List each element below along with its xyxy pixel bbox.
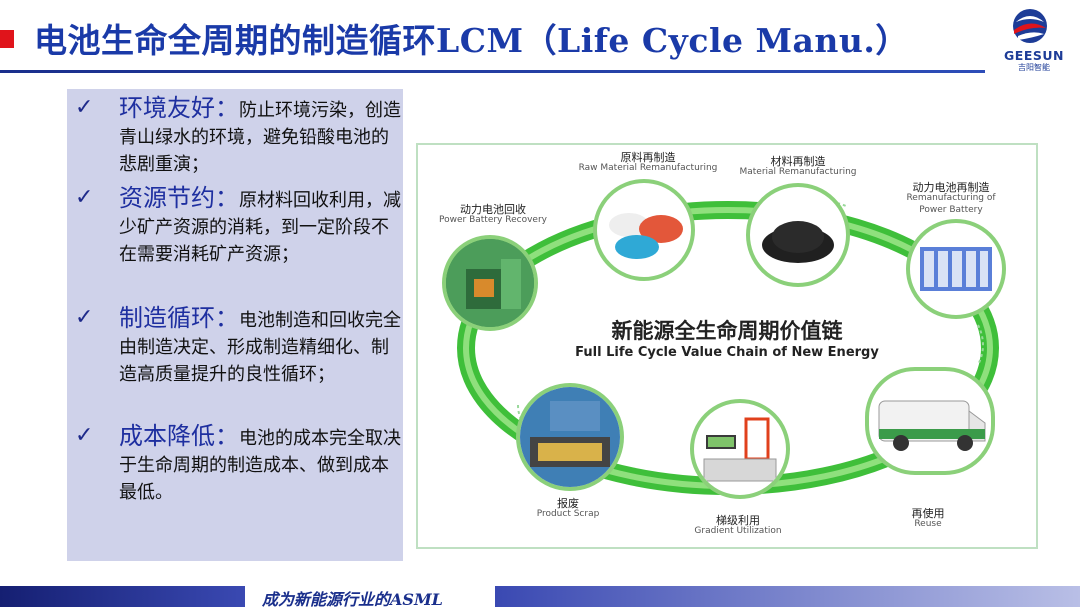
node-label-reman: 动力电池再制造: [912, 181, 990, 194]
node-label-material-en: Material Remanufacturing: [739, 167, 857, 177]
node-label-gradient: 梯级利用: [716, 514, 760, 527]
bullet-heading: 成本降低：: [119, 422, 239, 450]
bullet-body: 原材料回收利用，减少矿产资源的消耗，到一定阶段不在需要消耗矿产资源；: [119, 190, 401, 265]
node-recovery: [442, 235, 538, 331]
bullet-body: 电池的成本完全取决于生命周期的制造成本、做到成本最低。: [119, 428, 401, 503]
node-label-scrap: 报废: [557, 497, 579, 510]
node-label-reman-en2: Power Battery: [919, 205, 983, 215]
title-marker: [0, 30, 14, 48]
check-icon: ✓: [75, 423, 94, 448]
benefits-panel: ✓ 环境友好：防止环境污染，创造青山绿水的环境，避免铅酸电池的悲剧重演； ✓ 资…: [67, 89, 403, 561]
scrap-batteries-icon: [520, 387, 620, 487]
footer-slogan: 成为新能源行业的ASML: [262, 590, 443, 609]
node-label-material: 材料再制造: [770, 155, 826, 168]
geesun-logo-icon: [1013, 9, 1047, 43]
geesun-logo: GEESUN 吉阳智能: [994, 4, 1074, 72]
check-icon: ✓: [75, 95, 94, 120]
bullet-body: 防止环境污染，创造青山绿水的环境，避免铅酸电池的悲剧重演；: [119, 100, 401, 175]
storage-cabinet-icon: [703, 417, 777, 482]
node-label-gradient-en: Gradient Utilization: [694, 526, 782, 536]
logo-subtitle: 吉阳智能: [1018, 63, 1050, 72]
node-battery-reman: [906, 219, 1006, 319]
node-label-scrap-en: Product Scrap: [536, 509, 600, 519]
black-powder-icon: [762, 221, 834, 263]
footer-slogan-band: [245, 586, 495, 607]
node-label-raw-en: Raw Material Remanufacturing: [578, 163, 718, 173]
node-label-reuse-en: Reuse: [914, 519, 942, 529]
check-icon: ✓: [75, 305, 94, 330]
logo-wordmark: GEESUN: [1004, 48, 1064, 63]
node-raw-material: [593, 179, 695, 281]
node-label-reuse: 再使用: [911, 507, 945, 520]
value-chain-diagram: 新能源全生命周期价值链 Full Life Cycle Value Chain …: [416, 143, 1038, 549]
bullet-heading: 资源节约：: [119, 184, 239, 212]
bullet-body: 电池制造和回收完全由制造决定、形成制造精细化、制造高质量提升的良性循环；: [119, 310, 401, 385]
delivery-van-icon: [878, 400, 986, 451]
node-material: [746, 183, 850, 287]
node-label-recovery-en: Power Battery Recovery: [439, 215, 547, 225]
node-label-recovery: 动力电池回收: [460, 203, 526, 216]
recovery-machine-icon: [446, 239, 534, 327]
footer-right-band: [495, 586, 1080, 607]
node-label-reman-en: Remanufacturing of: [906, 193, 996, 203]
page-title: 电池生命全周期的制造循环LCM（Life Cycle Manu.）: [34, 21, 909, 60]
bullet-heading: 制造循环：: [119, 304, 239, 332]
battery-pack-icon: [920, 247, 992, 291]
check-icon: ✓: [75, 185, 94, 210]
bullet-heading: 环境友好：: [119, 94, 239, 122]
node-gradient: [690, 399, 790, 499]
title-divider: [0, 70, 985, 73]
raw-powders-icon: [609, 213, 683, 259]
node-label-raw: 原料再制造: [620, 151, 676, 164]
footer-bar: 成为新能源行业的ASML: [0, 586, 1080, 609]
node-reuse: [865, 367, 995, 475]
node-scrap: [516, 383, 624, 491]
diagram-title-en: Full Life Cycle Value Chain of New Energ…: [575, 345, 879, 360]
diagram-title-cn: 新能源全生命周期价值链: [611, 319, 843, 343]
footer-left-band: [0, 586, 245, 607]
